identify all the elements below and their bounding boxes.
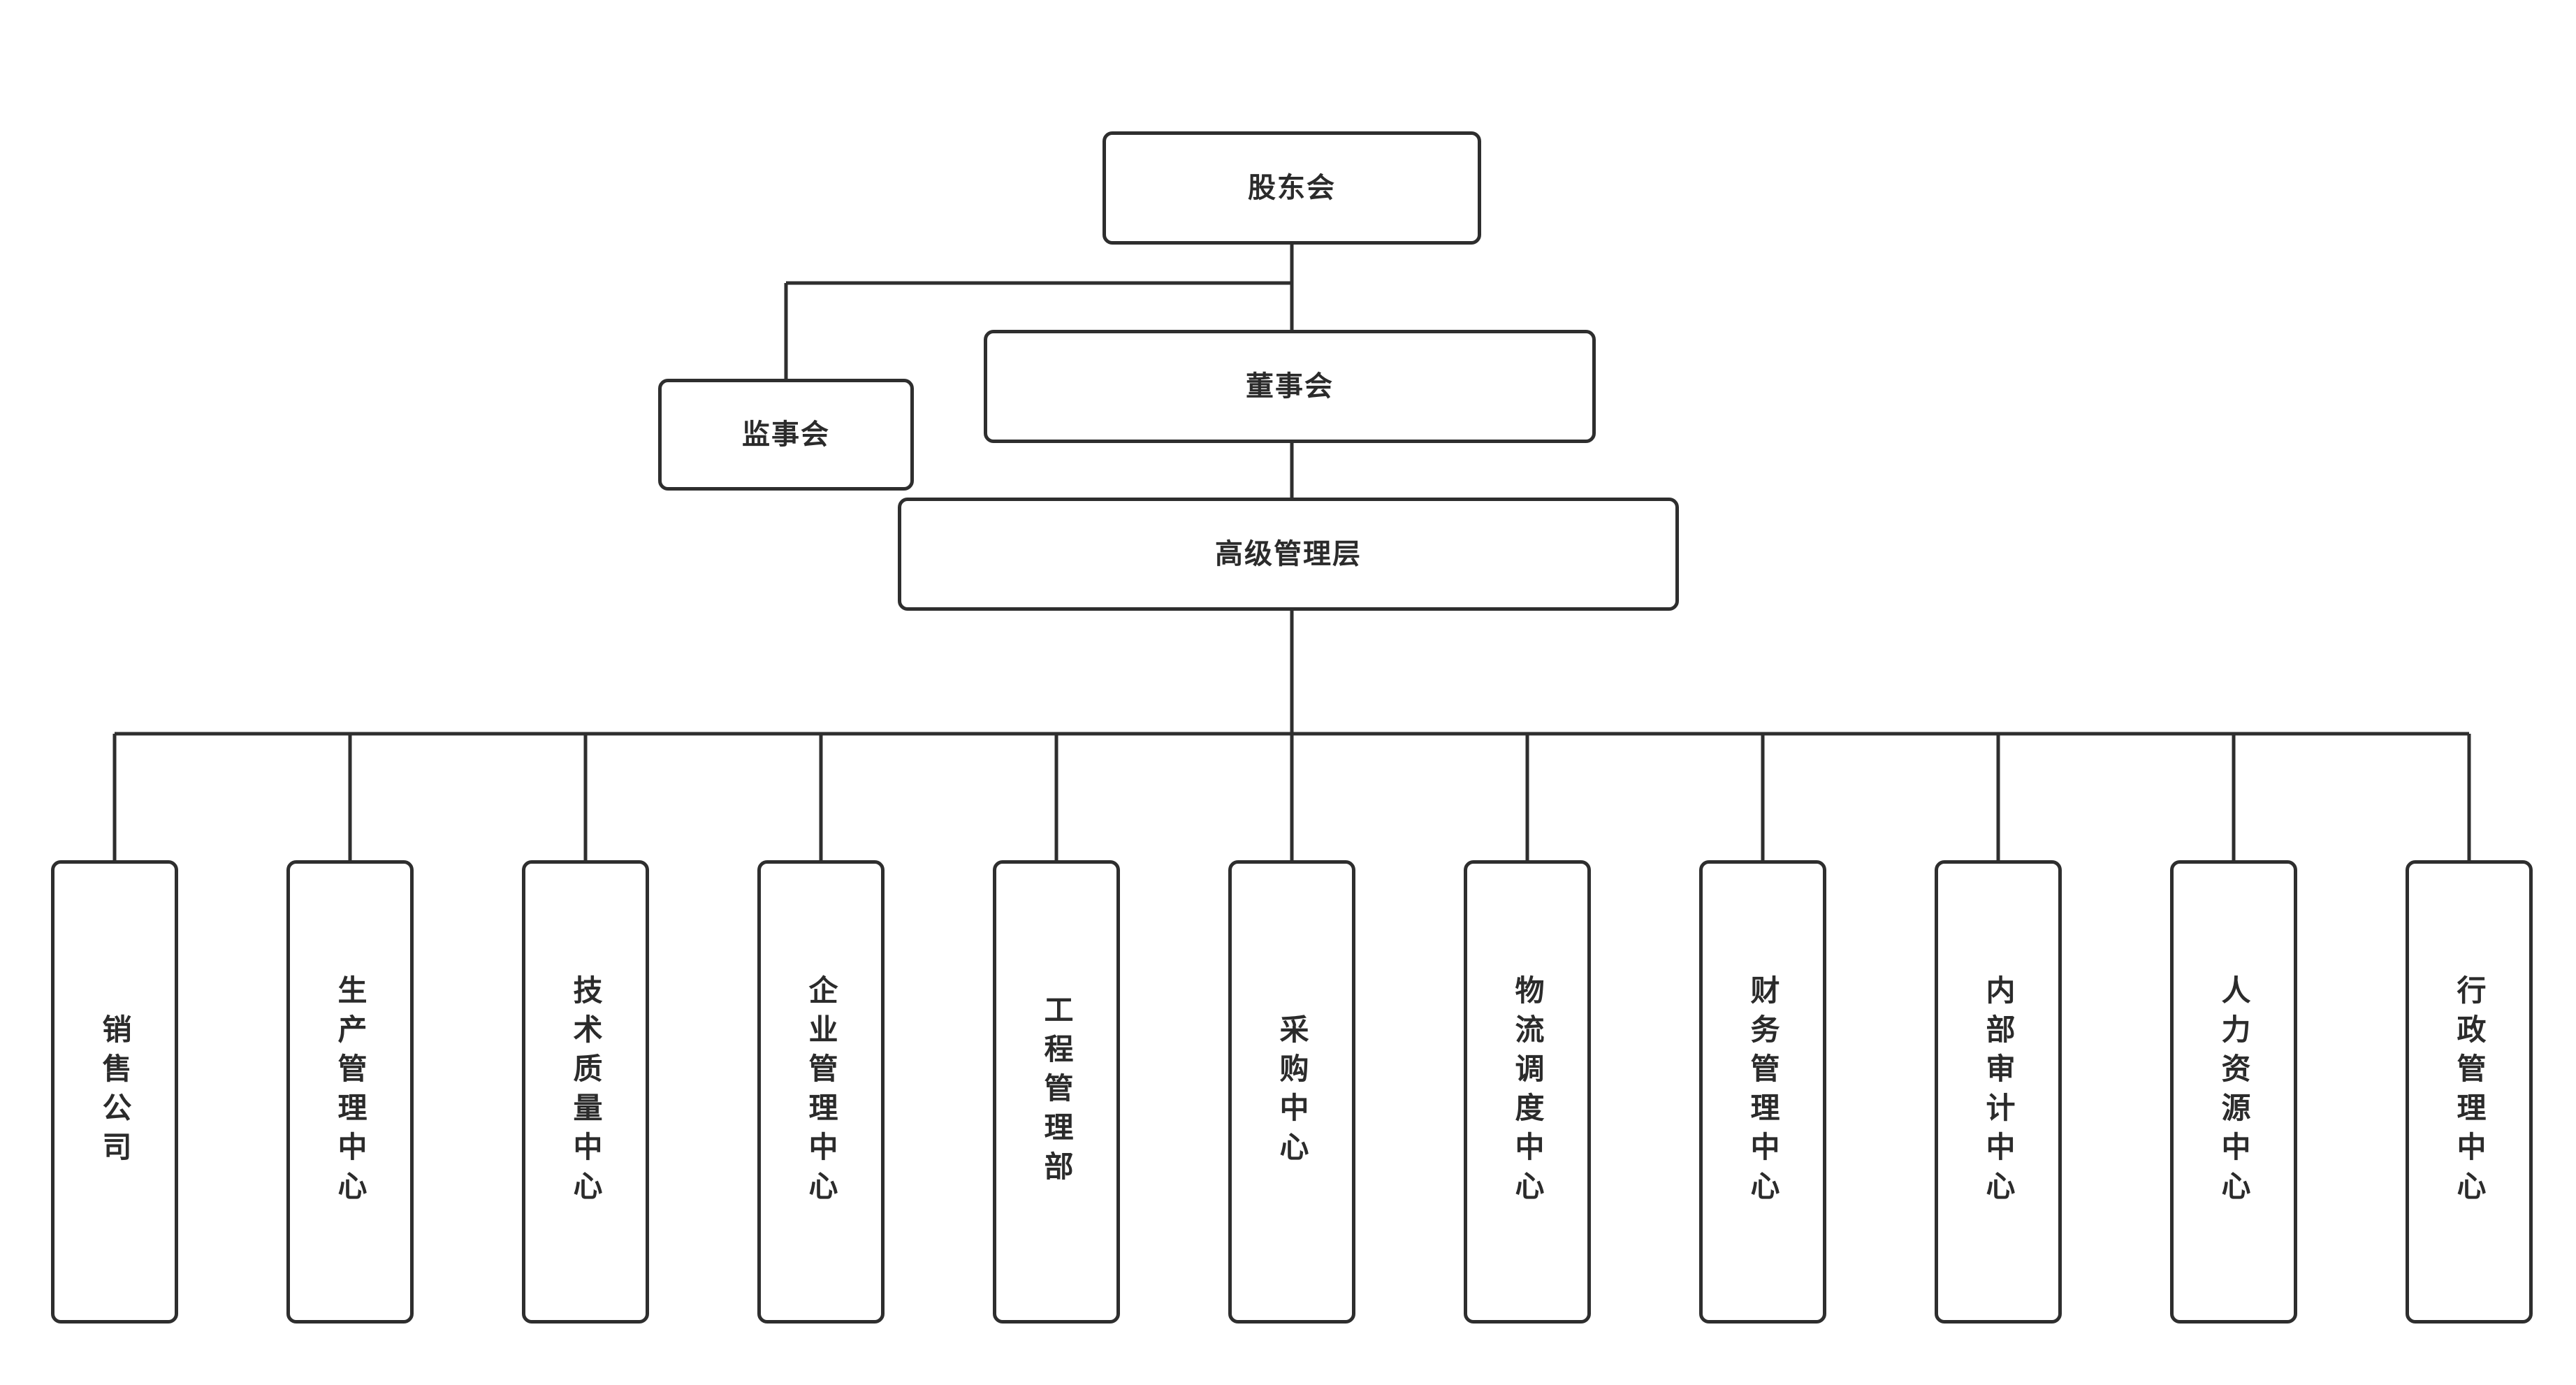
node-enterprise-management-center-label: 企业管理中心	[805, 974, 838, 1210]
node-shareholders[interactable]: 股东会	[1103, 131, 1481, 245]
node-technical-quality-center-label: 技术质量中心	[569, 974, 602, 1210]
node-sales-company[interactable]: 销售公司	[51, 860, 178, 1324]
node-logistics-dispatch-center[interactable]: 物流调度中心	[1464, 860, 1591, 1324]
node-human-resources-center-label: 人力资源中心	[2218, 974, 2250, 1210]
node-senior-management[interactable]: 高级管理层	[898, 498, 1679, 611]
node-administrative-management-center[interactable]: 行政管理中心	[2406, 860, 2533, 1324]
node-internal-audit-center-label: 内部审计中心	[1982, 974, 2015, 1210]
node-board[interactable]: 董事会	[984, 330, 1596, 443]
node-production-management-center[interactable]: 生产管理中心	[286, 860, 414, 1324]
node-senior-management-label: 高级管理层	[1215, 539, 1362, 570]
node-engineering-management-dept[interactable]: 工程管理部	[993, 860, 1120, 1324]
node-sales-company-label: 销售公司	[99, 1013, 131, 1170]
node-enterprise-management-center[interactable]: 企业管理中心	[757, 860, 885, 1324]
node-technical-quality-center[interactable]: 技术质量中心	[522, 860, 649, 1324]
node-supervisors[interactable]: 监事会	[658, 379, 914, 491]
node-human-resources-center[interactable]: 人力资源中心	[2170, 860, 2297, 1324]
node-financial-management-center[interactable]: 财务管理中心	[1699, 860, 1826, 1324]
node-board-label: 董事会	[1246, 371, 1334, 402]
node-administrative-management-center-label: 行政管理中心	[2453, 974, 2486, 1210]
node-engineering-management-dept-label: 工程管理部	[1040, 994, 1073, 1190]
node-production-management-center-label: 生产管理中心	[334, 974, 367, 1210]
node-internal-audit-center[interactable]: 内部审计中心	[1935, 860, 2062, 1324]
node-shareholders-label: 股东会	[1248, 173, 1336, 203]
node-procurement-center-label: 采购中心	[1276, 1013, 1309, 1170]
node-procurement-center[interactable]: 采购中心	[1228, 860, 1355, 1324]
node-supervisors-label: 监事会	[742, 419, 830, 450]
node-financial-management-center-label: 财务管理中心	[1747, 974, 1780, 1210]
node-logistics-dispatch-center-label: 物流调度中心	[1511, 974, 1544, 1210]
